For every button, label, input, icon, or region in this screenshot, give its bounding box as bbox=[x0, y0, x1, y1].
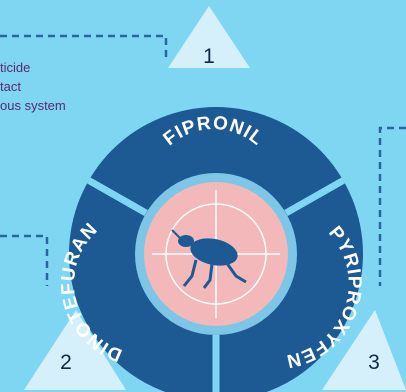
connector-lines bbox=[0, 34, 406, 286]
connector-left bbox=[0, 234, 49, 286]
description-line: ticide bbox=[0, 60, 31, 75]
marker-label-2: 2 bbox=[60, 351, 72, 374]
marker-label-3: 3 bbox=[368, 351, 380, 374]
flea-icon bbox=[171, 229, 247, 289]
marker-label-1: 1 bbox=[203, 45, 215, 68]
connector-top bbox=[0, 34, 168, 62]
connector-right bbox=[378, 126, 406, 286]
segment-dividers bbox=[86, 176, 346, 392]
triangle-marker-2 bbox=[24, 310, 126, 390]
description-line: tact bbox=[0, 79, 21, 94]
triangle-marker-1 bbox=[168, 6, 250, 68]
description-line: ous system bbox=[0, 98, 66, 113]
description-text: ticide tact ous system bbox=[0, 58, 66, 115]
triangle-marker-3 bbox=[322, 310, 406, 390]
